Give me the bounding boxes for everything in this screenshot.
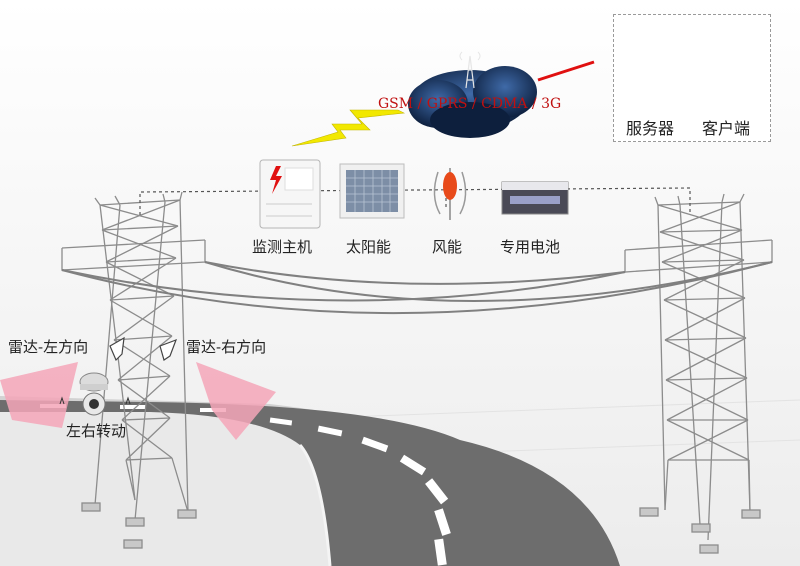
client-label: 客户端 bbox=[702, 119, 751, 138]
antenna-tower-icon bbox=[459, 51, 481, 89]
device-label-solar: 太阳能 bbox=[346, 238, 392, 256]
battery-icon bbox=[501, 181, 569, 215]
rotation-label: 左右转动 bbox=[66, 422, 127, 440]
radar-left-label: 雷达-左方向 bbox=[8, 338, 89, 356]
network-protocols-label: GSM / GPRS / CDMA / 3G bbox=[378, 96, 562, 112]
road bbox=[0, 396, 620, 566]
radar-right-icon bbox=[159, 338, 178, 361]
monitor-host-icon bbox=[259, 159, 321, 229]
power-lines bbox=[61, 261, 773, 315]
device-label-monitor: 监测主机 bbox=[252, 238, 313, 256]
radar-beam-right bbox=[196, 362, 276, 440]
cloud-network-icon bbox=[408, 66, 537, 138]
radar-beam-left bbox=[0, 362, 78, 428]
wireless-link-bolt bbox=[291, 109, 406, 147]
wind-turbine-icon bbox=[433, 168, 467, 220]
tower-right-icon bbox=[624, 193, 773, 554]
device-label-battery: 专用电池 bbox=[500, 238, 561, 256]
radar-right-label: 雷达-右方向 bbox=[186, 338, 267, 356]
radar-left-icon bbox=[109, 336, 125, 362]
device-label-wind: 风能 bbox=[432, 238, 463, 256]
server-label: 服务器 bbox=[626, 119, 675, 138]
solar-panel-icon bbox=[339, 163, 405, 219]
backend-panel bbox=[613, 14, 771, 142]
camera-icon bbox=[59, 372, 131, 416]
backend-link bbox=[537, 60, 595, 82]
